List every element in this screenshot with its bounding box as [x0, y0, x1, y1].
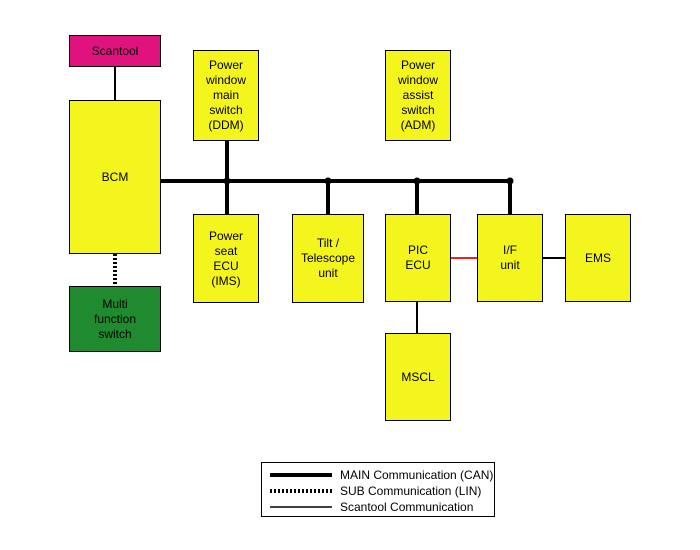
- legend-row-sub: SUB Communication (LIN): [270, 484, 481, 498]
- legend-swatch-main: [270, 473, 332, 477]
- tilt-telescope-unit-box: Tilt / Telescope unit: [292, 214, 364, 303]
- legend-swatch-sub: [270, 489, 332, 493]
- if-unit-label: I/F unit: [500, 243, 520, 272]
- legend-swatch-scantool: [270, 506, 332, 508]
- legend-label-sub: SUB Communication (LIN): [340, 484, 482, 498]
- legend-row-main: MAIN Communication (CAN): [270, 468, 493, 482]
- bcm-label: BCM: [101, 169, 129, 184]
- ems-label: EMS: [584, 250, 611, 265]
- bus-junction: [506, 177, 514, 185]
- legend-label-scantool: Scantool Communication: [340, 500, 474, 514]
- scantool-box: Scantool: [69, 35, 161, 67]
- bus-junction: [324, 177, 332, 185]
- bcm-box: BCM: [69, 100, 161, 254]
- power-seat-ecu-label: Power seat ECU (IMS): [208, 228, 243, 288]
- multi-function-switch-label: Multi function switch: [93, 296, 137, 341]
- power-window-assist-switch-label: Power window assist switch (ADM): [397, 58, 439, 132]
- pic-ecu-label: PIC ECU: [405, 243, 431, 272]
- mscl-box: MSCL: [385, 333, 451, 421]
- ems-box: EMS: [565, 214, 631, 302]
- bus-junction: [413, 177, 421, 185]
- power-seat-ecu-box: Power seat ECU (IMS): [193, 214, 259, 303]
- power-window-main-switch-box: Power window main switch (DDM): [193, 50, 259, 141]
- bus-junction: [223, 177, 231, 185]
- legend: MAIN Communication (CAN) SUB Communicati…: [261, 462, 495, 517]
- mscl-label: MSCL: [401, 369, 435, 384]
- tilt-telescope-unit-label: Tilt / Telescope unit: [300, 236, 356, 280]
- power-window-main-switch-label: Power window main switch (DDM): [205, 58, 247, 132]
- scantool-label: Scantool: [91, 43, 139, 58]
- if-unit-box: I/F unit: [477, 214, 543, 302]
- power-window-assist-switch-box: Power window assist switch (ADM): [385, 50, 451, 141]
- pic-ecu-box: PIC ECU: [385, 214, 451, 302]
- legend-label-main: MAIN Communication (CAN): [340, 468, 494, 482]
- legend-row-scantool: Scantool Communication: [270, 500, 473, 514]
- multi-function-switch-box: Multi function switch: [69, 286, 161, 352]
